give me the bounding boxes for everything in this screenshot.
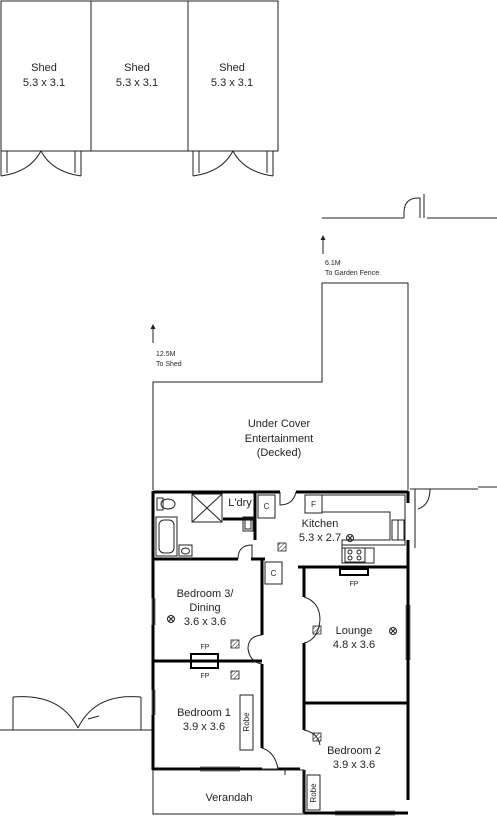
- entertainment-line3: (Decked): [257, 447, 302, 459]
- shed-3-name: Shed: [219, 62, 245, 74]
- sheds-group: Shed 5.3 x 3.1 Shed 5.3 x 3.1 Shed 5.3 x…: [0, 0, 279, 177]
- shower-icon: [191, 493, 223, 523]
- laundry-cupboard: [257, 494, 276, 519]
- bedroom2-size: 3.9 x 3.6: [333, 759, 375, 771]
- kitchen-bench: [322, 494, 406, 564]
- ceiling-light-icon: [389, 627, 397, 635]
- bedroom1-robe: [239, 694, 254, 751]
- bedroom1-robe-label: Robe: [242, 712, 251, 732]
- lounge-name: Lounge: [336, 625, 373, 637]
- ceiling-light-icon: [167, 615, 175, 623]
- bedroom3-vent: [230, 639, 240, 649]
- shed-note: 12.5M To Shed: [150, 324, 182, 368]
- ceiling-light-icon: [346, 534, 354, 542]
- garden-fence-text: To Garden Fence: [325, 270, 379, 277]
- shed-text: To Shed: [156, 361, 182, 368]
- shed-2-outline: [90, 0, 189, 152]
- bedroom1-vent: [230, 670, 240, 680]
- laundry-cupboard-label: C: [264, 502, 270, 511]
- verandah-name: Verandah: [205, 792, 252, 804]
- entertainment-line1: Under Cover: [248, 418, 311, 430]
- bedroom2-vent: [312, 732, 322, 742]
- fridge-label: F: [311, 500, 316, 509]
- bath-icon: [155, 516, 178, 557]
- bathroom: [155, 493, 223, 557]
- left-fence-gate: [0, 696, 153, 731]
- bedroom2-robe-label: Robe: [309, 783, 318, 803]
- hall-cupboard: [264, 561, 283, 585]
- shed-1-outline: [0, 0, 92, 152]
- kitchen-size: 5.3 x 2.7: [299, 532, 341, 544]
- laundry: L'dry C: [228, 494, 276, 532]
- stove-icon: [344, 547, 366, 563]
- bedroom-1: Bedroom 1 3.9 x 3.6 Robe: [177, 670, 254, 751]
- hall-cupboard-label: C: [271, 569, 277, 578]
- laundry-name: L'dry: [228, 497, 252, 509]
- laundry-trough-icon: [242, 516, 254, 532]
- fireplace-label-top: FP: [201, 644, 210, 651]
- bedroom1-name: Bedroom 1: [177, 707, 231, 719]
- shed-distance: 12.5M: [156, 351, 176, 358]
- shed-3-outline: [187, 0, 279, 152]
- garden-fence: [322, 194, 497, 219]
- shed-1-doors: [0, 150, 82, 177]
- lounge-vent: [312, 625, 322, 635]
- kitchen: F Kitchen 5.3 x 2.7 C: [264, 494, 406, 585]
- bedroom3-line2: Dining: [189, 602, 220, 614]
- bedroom3-line1: Bedroom 3/: [177, 588, 235, 600]
- fridge: [304, 494, 323, 514]
- bedroom2-name: Bedroom 2: [327, 745, 381, 757]
- garden-fence-note: 6.1M To Garden Fence: [320, 235, 379, 277]
- shed-2-name: Shed: [124, 62, 150, 74]
- shed-1-name: Shed: [31, 62, 57, 74]
- lounge-size: 4.8 x 3.6: [333, 639, 375, 651]
- garden-fence-distance: 6.1M: [325, 260, 341, 267]
- bedroom1-size: 3.9 x 3.6: [183, 721, 225, 733]
- verandah: Verandah: [152, 769, 305, 815]
- shed-3-size: 5.3 x 3.1: [211, 77, 253, 89]
- bedroom-3-dining: Bedroom 3/ Dining 3.6 x 3.6: [167, 588, 240, 649]
- kitchen-vent: [277, 542, 287, 552]
- shed-2-size: 5.3 x 3.1: [116, 77, 158, 89]
- shed-1-size: 5.3 x 3.1: [23, 77, 65, 89]
- bedroom2-robe: [306, 774, 321, 811]
- bedroom-2: Bedroom 2 3.9 x 3.6 Robe: [306, 732, 381, 811]
- shed-3-doors: [192, 150, 274, 177]
- side-fence: [410, 486, 497, 548]
- kitchen-name: Kitchen: [302, 518, 339, 530]
- lounge-fireplace-label: FP: [350, 581, 359, 588]
- lounge: FP Lounge 4.8 x 3.6: [312, 565, 397, 651]
- entertainment-line2: Entertainment: [245, 433, 313, 445]
- entertainment-area: Under Cover Entertainment (Decked): [152, 282, 409, 490]
- fireplace-double: FP FP: [190, 644, 219, 680]
- bedroom3-size: 3.6 x 3.6: [184, 616, 226, 628]
- toilet-icon: [156, 497, 176, 511]
- fireplace-label-bottom: FP: [201, 673, 210, 680]
- basin-icon: [178, 544, 193, 557]
